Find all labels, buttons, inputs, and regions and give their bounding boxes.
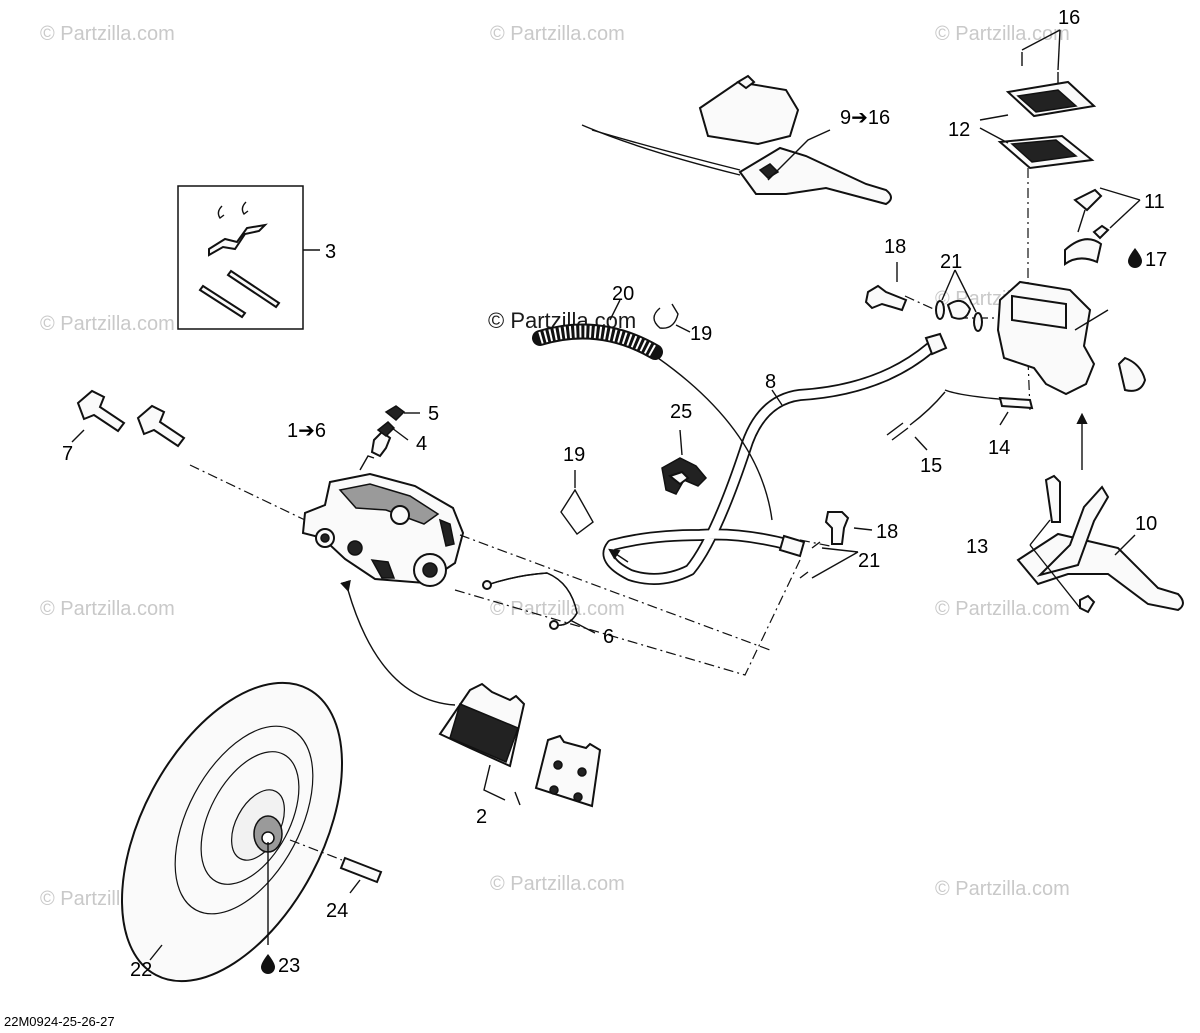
watermark: © Partzilla.com	[935, 598, 1070, 620]
part-2-brake-pads	[340, 579, 602, 808]
callout-23-group: 23	[261, 954, 300, 977]
part-15-terminals	[886, 422, 928, 451]
callout-2: 2	[476, 806, 487, 828]
watermark: © Partzilla.com	[40, 313, 175, 335]
callout-19-lower: 19	[563, 444, 585, 466]
part-25-hose-guide	[661, 429, 708, 495]
callout-10: 10	[1135, 513, 1157, 535]
part-16-cover-screws	[1021, 29, 1061, 84]
callout-22: 22	[130, 959, 152, 981]
callout-5: 5	[428, 403, 439, 425]
callout-18-lower: 18	[876, 521, 898, 543]
callout-23: 23	[278, 955, 300, 977]
callout-9: 9➔16	[840, 107, 890, 129]
callout-17: 17	[1145, 249, 1167, 271]
part-22-brake-disc	[121, 681, 343, 983]
part-19-clamp-lower	[560, 470, 594, 535]
part-17-master-cylinder	[996, 280, 1147, 396]
lubricant-drop-icon	[261, 954, 275, 974]
part-10-brake-lever	[1016, 474, 1184, 614]
callout-12: 12	[948, 119, 970, 141]
assembly-arrows	[608, 412, 1088, 563]
part-21-washers-lower	[799, 541, 859, 579]
callout-24: 24	[326, 900, 348, 922]
callout-6: 6	[603, 626, 614, 648]
callout-1: 1➔6	[287, 420, 326, 442]
callout-20: 20	[612, 283, 634, 305]
callout-7: 7	[62, 443, 73, 465]
part-21-washers-upper	[935, 269, 983, 332]
callout-labels: 1➔6 2 3 4 5 6 7 8 9➔16 10 11 12 13 14 15…	[62, 7, 1167, 981]
part-20-hose-protector	[532, 299, 663, 360]
part-18-banjo-bolt-upper	[864, 262, 908, 312]
part-3-pin-kit	[177, 185, 320, 330]
watermark: © Partzilla.com	[490, 873, 625, 895]
callout-15: 15	[920, 455, 942, 477]
callout-3: 3	[325, 241, 336, 263]
callout-16: 16	[1058, 7, 1080, 29]
part-14-brake-light-switch	[909, 389, 1034, 426]
part-19-clamp-upper	[653, 303, 691, 333]
part-12-reservoir-cap-gasket	[979, 80, 1097, 170]
part-5-bleeder-cap	[384, 405, 420, 422]
part-18-banjo-bolt-lower	[824, 511, 873, 545]
callout-14: 14	[988, 437, 1010, 459]
callout-25: 25	[670, 401, 692, 423]
part-11-clamp-and-screws	[1064, 187, 1141, 266]
part-6-pad-spring	[482, 572, 596, 634]
callout-17-group: 17	[1128, 248, 1167, 271]
callout-19-upper: 19	[690, 323, 712, 345]
callout-4: 4	[416, 433, 427, 455]
callout-18-upper: 18	[884, 236, 906, 258]
part-9-master-cylinder-assembly	[581, 74, 892, 206]
watermark-layer: © Partzilla.com © Partzilla.com © Partzi…	[40, 23, 1070, 910]
lubricant-drop-icon	[1128, 248, 1142, 268]
watermark: © Partzilla.com	[935, 878, 1070, 900]
watermark: © Partzilla.com	[490, 23, 625, 45]
callout-13: 13	[966, 536, 988, 558]
callout-11: 11	[1144, 191, 1165, 213]
watermark: © Partzilla.com	[490, 598, 625, 620]
diagram-reference-code: 22M0924-25-26-27	[4, 1014, 115, 1029]
part-8-brake-hose	[602, 332, 948, 585]
part-24-key	[289, 839, 383, 894]
watermark: © Partzilla.com	[40, 598, 175, 620]
callout-8: 8	[765, 371, 776, 393]
callout-21-lower: 21	[858, 550, 880, 572]
watermark: © Partzilla.com	[40, 23, 175, 45]
part-4-bleeder-screw	[370, 420, 409, 458]
part-1-brake-caliper	[189, 455, 465, 587]
callout-21-upper: 21	[940, 251, 962, 273]
part-7-caliper-bolts	[71, 389, 186, 448]
watermark: © Partzilla.com	[935, 23, 1070, 45]
